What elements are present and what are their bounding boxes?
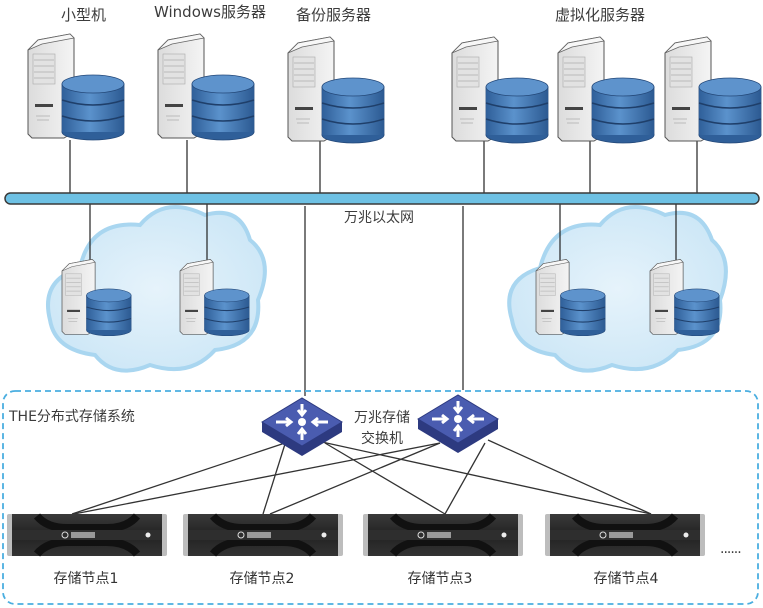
server-backup-icon: [287, 36, 385, 144]
server-windows-icon: [157, 33, 255, 141]
label-storage-switch-line1: 万兆存储: [354, 410, 410, 426]
storage-node-label: 存储节点1: [53, 571, 119, 587]
server-links: [69, 140, 698, 396]
label-storage-system: THE分布式存储系统: [9, 409, 135, 425]
label-windows-server: Windows服务器: [154, 3, 266, 21]
storage-node-4-icon: [545, 514, 705, 556]
storage-mesh-links: [71, 439, 652, 515]
storage-node-label: 存储节点2: [229, 571, 295, 587]
label-virtualization-server: 虚拟化服务器: [555, 6, 646, 24]
server-minicomputer-icon: [27, 33, 125, 141]
storage-node-label: 存储节点3: [407, 571, 473, 587]
label-ellipsis: ......: [720, 541, 742, 557]
label-minicomputer: 小型机: [61, 6, 107, 24]
server-virtual-1-icon: [451, 36, 549, 144]
label-ethernet: 万兆以太网: [344, 210, 414, 226]
storage-node-label: 存储节点4: [593, 571, 659, 587]
ethernet-bus: [4, 192, 760, 205]
storage-node-3-icon: [363, 514, 523, 556]
storage-node-1-icon: [7, 514, 167, 556]
storage-node-2-icon: [183, 514, 343, 556]
label-storage-switch-line2: 交换机: [361, 431, 403, 447]
server-virtual-3-icon: [664, 36, 762, 144]
label-backup-server: 备份服务器: [296, 6, 372, 24]
storage-system-boundary: [2, 390, 759, 605]
server-virtual-2-icon: [557, 36, 655, 144]
